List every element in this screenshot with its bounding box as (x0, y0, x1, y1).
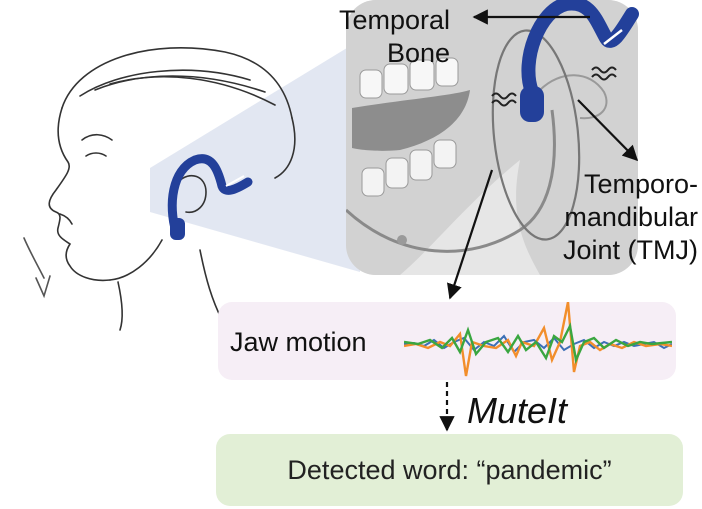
temporal-bone-label: Temporal Bone (304, 4, 450, 70)
signal-orange (404, 302, 672, 377)
arrow-to-jaw-motion (447, 169, 494, 300)
zoom-callout (150, 40, 360, 272)
temporal-bone-label-line-2: Bone (386, 38, 450, 68)
tmj-label-line-3: Joint (TMJ) (563, 235, 698, 265)
jaw-motion-label: Jaw motion (230, 327, 367, 357)
head-illustration (23, 47, 296, 331)
tmj-label-line-1: Temporo- (583, 169, 698, 199)
jaw-motion-box (218, 302, 676, 380)
motion-signal (404, 302, 672, 377)
detected-word-text: Detected word: “pandemic” (287, 454, 612, 485)
system-name: MuteIt (467, 390, 568, 431)
signal-green (404, 322, 672, 365)
tmj-highlight (491, 29, 581, 241)
tmj-label: Temporo- mandibular Joint (TMJ) (530, 168, 698, 267)
temporal-bone-label-line-1: Temporal (338, 5, 450, 35)
tmj-label-line-2: mandibular (564, 202, 698, 232)
result-box: Detected word: “pandemic” (216, 434, 683, 506)
earable-device-closeup (520, 0, 639, 122)
arrow-to-tmj (577, 99, 639, 162)
earable-device (167, 154, 253, 240)
vibration-icon (491, 66, 617, 107)
jaw-skull-illustration (346, 0, 638, 275)
